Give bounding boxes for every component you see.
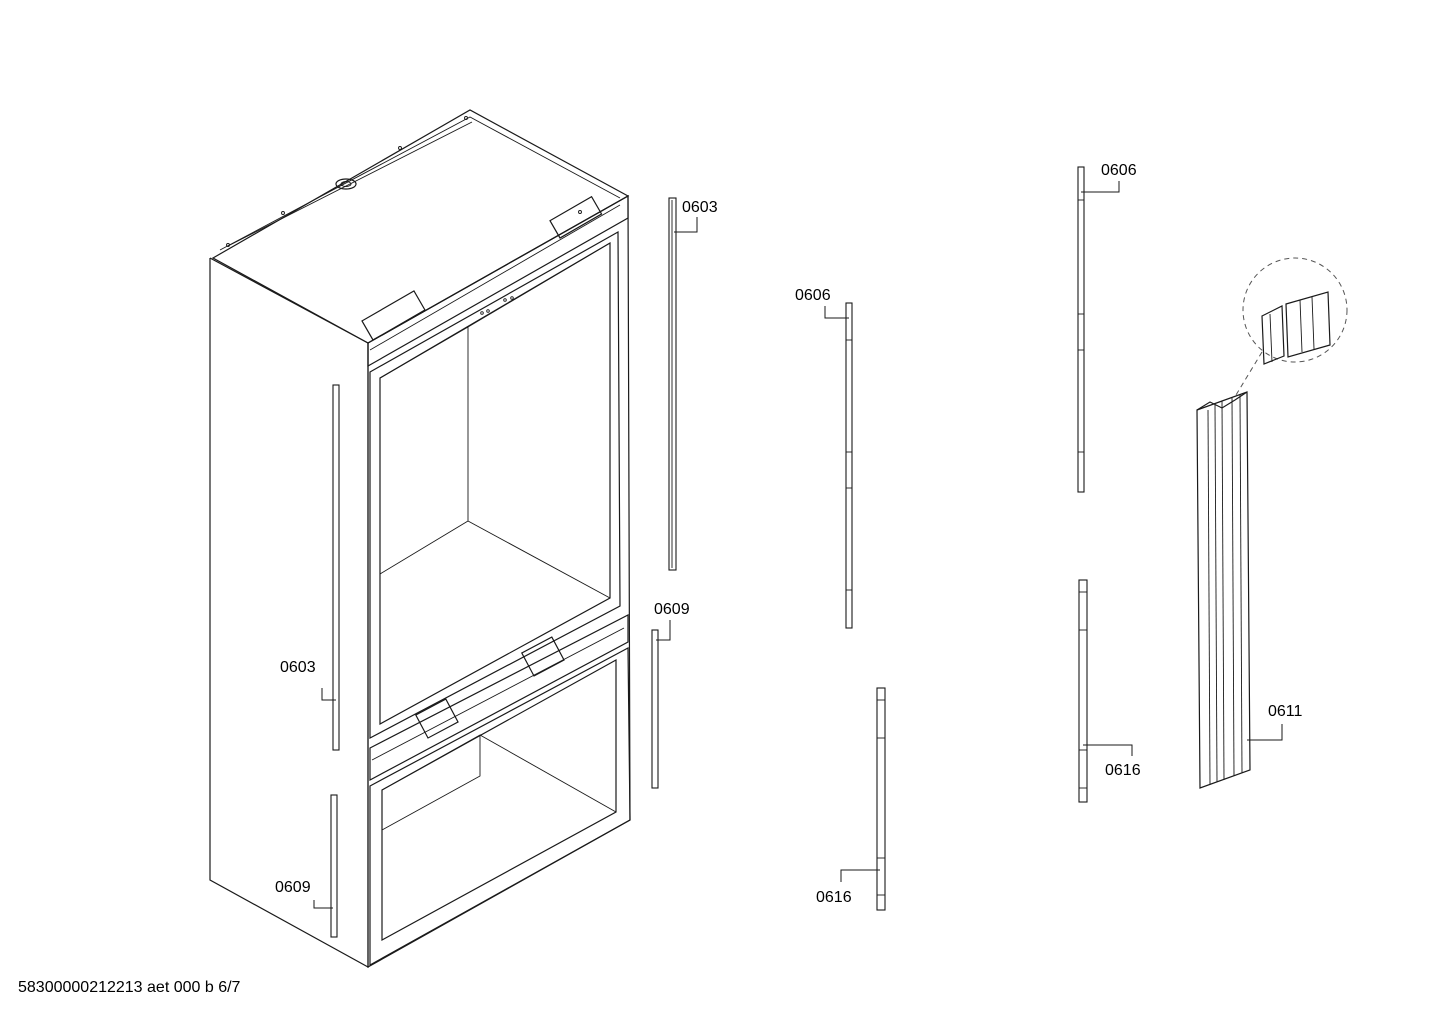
callout-0611: 0611	[1268, 703, 1303, 720]
callout-0606-right: 0606	[1101, 162, 1137, 179]
bar-0616-left	[876, 687, 886, 911]
cabinet-housing	[209, 109, 631, 969]
document-id: 58300000212213 aet 000 b 6/7	[18, 979, 241, 996]
callout-0606-left: 0606	[795, 287, 831, 304]
callout-0616-right: 0616	[1105, 762, 1141, 779]
strip-0603-loose	[668, 197, 677, 571]
bar-0606-right	[1077, 166, 1085, 493]
bar-0606-left	[845, 302, 853, 629]
profile-detail-magnifier	[1235, 257, 1348, 396]
profile-0611	[1196, 391, 1251, 789]
bar-0616-right	[1078, 579, 1088, 803]
strip-0609-loose	[651, 629, 659, 789]
callout-0603-upper: 0603	[682, 199, 718, 216]
leader-lines	[313, 181, 1283, 909]
callout-0616-left: 0616	[816, 889, 852, 906]
callout-0603-lower: 0603	[280, 659, 316, 676]
callout-0609-right: 0609	[654, 601, 690, 618]
callout-0609-left: 0609	[275, 879, 311, 896]
